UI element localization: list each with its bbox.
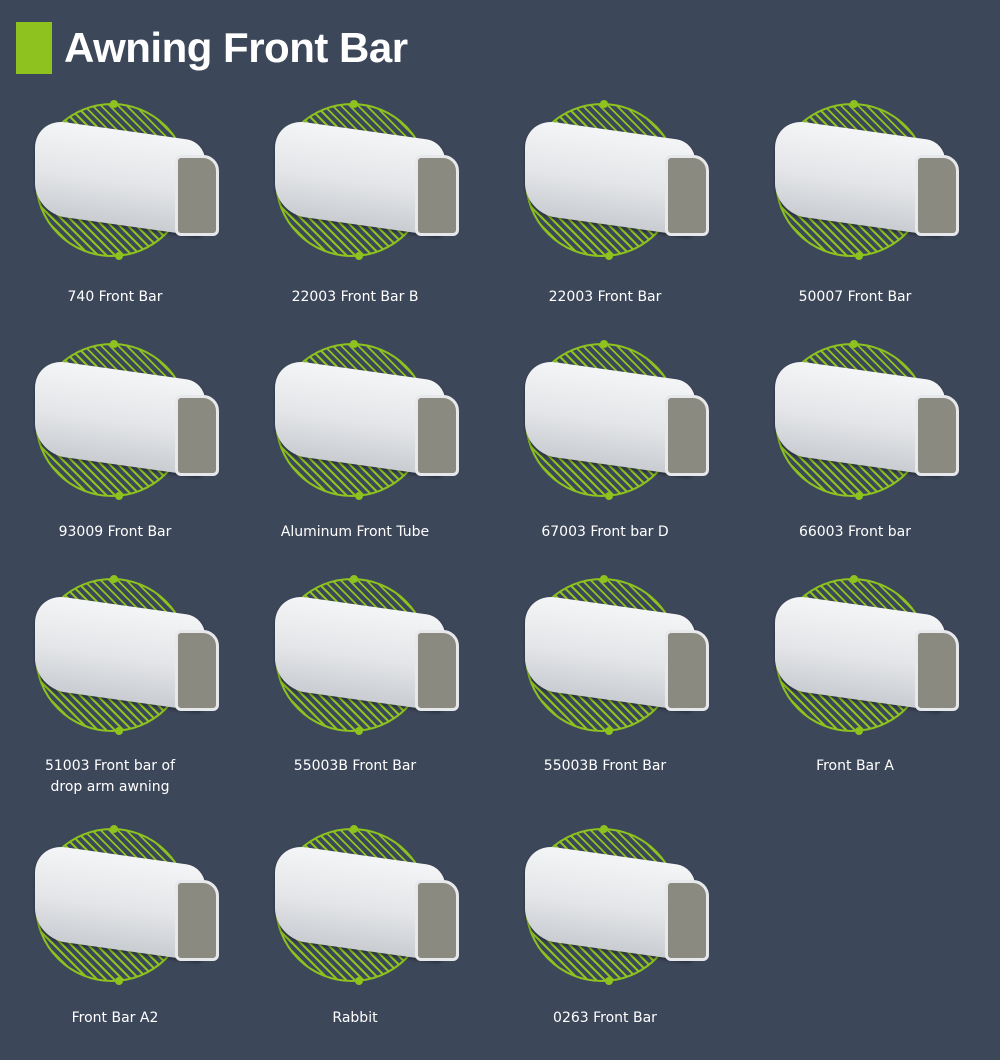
product-label: Front Bar A [816, 758, 894, 774]
accent-square [16, 22, 52, 74]
product-label: 22003 Front Bar [548, 289, 662, 305]
product-card[interactable] [490, 95, 730, 335]
product-card[interactable] [740, 335, 980, 575]
product-card[interactable] [0, 570, 240, 810]
product-label: Aluminum Front Tube [280, 524, 430, 540]
profile-cross-section [415, 880, 459, 961]
dot-icon [110, 100, 118, 108]
dot-icon [350, 340, 358, 348]
product-card[interactable] [0, 820, 240, 1060]
dot-icon [855, 252, 863, 260]
product-label: 93009 Front Bar [58, 524, 172, 540]
dot-icon [600, 100, 608, 108]
profile-cross-section [915, 155, 959, 236]
product-label: 51003 Front bar of drop arm awning [44, 758, 175, 795]
profile-cross-section [915, 630, 959, 711]
profile-cross-section [415, 395, 459, 476]
dot-icon [110, 340, 118, 348]
dot-icon [850, 340, 858, 348]
product-card[interactable] [240, 820, 480, 1060]
dot-icon [855, 727, 863, 735]
profile-cross-section [915, 395, 959, 476]
dot-icon [605, 977, 613, 985]
dot-icon [355, 977, 363, 985]
profile-cross-section [175, 155, 219, 236]
dot-icon [355, 727, 363, 735]
dot-icon [115, 727, 123, 735]
dot-icon [115, 252, 123, 260]
product-label: 66003 Front bar [798, 524, 912, 540]
dot-icon [850, 575, 858, 583]
dot-icon [605, 252, 613, 260]
product-label: 67003 Front bar D [541, 524, 669, 540]
profile-cross-section [415, 155, 459, 236]
dot-icon [110, 825, 118, 833]
dot-icon [600, 825, 608, 833]
page-header: Awning Front Bar [16, 22, 408, 74]
dot-icon [355, 492, 363, 500]
product-card[interactable] [240, 335, 480, 575]
product-label: 0263 Front Bar [553, 1010, 657, 1026]
product-card[interactable] [0, 335, 240, 575]
product-label: 22003 Front Bar B [291, 289, 419, 305]
product-card[interactable] [240, 95, 480, 335]
product-card[interactable] [740, 570, 980, 810]
dot-icon [115, 977, 123, 985]
profile-cross-section [665, 155, 709, 236]
dot-icon [350, 575, 358, 583]
dot-icon [355, 252, 363, 260]
product-label: Front Bar A2 [71, 1010, 159, 1026]
product-label: Rabbit [332, 1010, 378, 1026]
dot-icon [850, 100, 858, 108]
profile-cross-section [175, 630, 219, 711]
page-title: Awning Front Bar [64, 24, 408, 71]
product-label: 55003B Front Bar [543, 758, 667, 774]
product-card[interactable] [740, 95, 980, 335]
dot-icon [350, 825, 358, 833]
dot-icon [115, 492, 123, 500]
profile-cross-section [175, 880, 219, 961]
dot-icon [600, 575, 608, 583]
dot-icon [605, 492, 613, 500]
product-label: 740 Front Bar [67, 289, 163, 305]
dot-icon [605, 727, 613, 735]
product-card[interactable] [240, 570, 480, 810]
dot-icon [855, 492, 863, 500]
dot-icon [110, 575, 118, 583]
dot-icon [600, 340, 608, 348]
product-card[interactable] [490, 570, 730, 810]
product-card[interactable] [0, 95, 240, 335]
product-label: 50007 Front Bar [798, 289, 912, 305]
product-card[interactable] [490, 820, 730, 1060]
profile-cross-section [665, 630, 709, 711]
profile-cross-section [665, 880, 709, 961]
product-label: 55003B Front Bar [293, 758, 417, 774]
product-card[interactable] [490, 335, 730, 575]
profile-cross-section [175, 395, 219, 476]
dot-icon [350, 100, 358, 108]
profile-cross-section [665, 395, 709, 476]
profile-cross-section [415, 630, 459, 711]
